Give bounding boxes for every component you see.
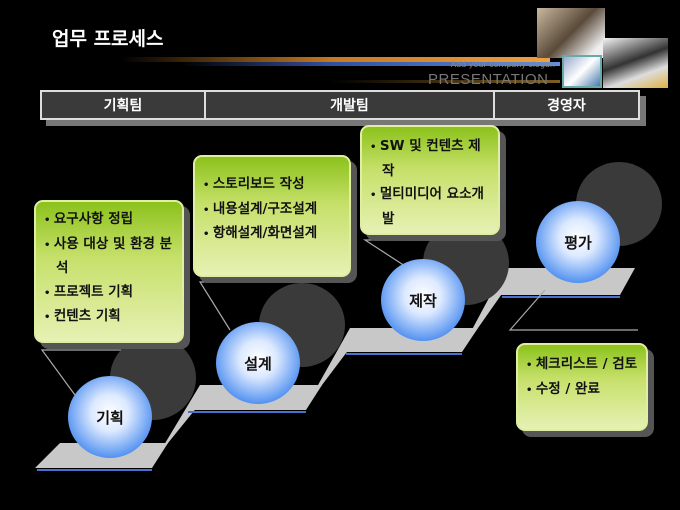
step-evaluation: 평가 <box>536 201 620 283</box>
people-photo <box>603 38 668 88</box>
evaluation-box: 체크리스트 / 검토 수정 / 완료 <box>516 343 648 431</box>
header-development: 개발팀 <box>206 92 495 118</box>
design-box: 스토리보드 작성 내용설계/구조설계 항해설계/화면설계 <box>193 155 351 277</box>
production-box: SW 및 컨텐츠 제작 멀티미디어 요소개발 <box>360 125 500 235</box>
list-item: 체크리스트 / 검토 <box>526 353 638 378</box>
planning-box: 요구사항 정립 사용 대상 및 환경 분석 프로젝트 기획 컨텐츠 기획 <box>34 200 184 343</box>
list-item: 컨텐츠 기획 <box>44 305 174 330</box>
team-header: 기획팀 개발팀 경영자 <box>40 90 640 120</box>
laptop-photo <box>537 8 605 58</box>
presentation-logo: PRESENTATION <box>428 71 549 88</box>
decor-streak <box>180 62 560 66</box>
header-management: 경영자 <box>547 98 586 114</box>
callout-line <box>198 281 328 331</box>
monitor-photo <box>562 55 602 88</box>
list-item: SW 및 컨텐츠 제작 <box>370 135 490 183</box>
list-item: 프로젝트 기획 <box>44 281 174 306</box>
list-item: 내용설계/구조설계 <box>203 198 341 223</box>
step-design: 설계 <box>216 322 300 404</box>
list-item: 멀티미디어 요소개발 <box>370 183 490 231</box>
step-production: 제작 <box>381 259 465 341</box>
decor-streak <box>120 57 550 62</box>
step-planning: 기획 <box>68 376 152 458</box>
header-planning: 기획팀 <box>42 92 206 118</box>
list-item: 수정 / 완료 <box>526 378 638 403</box>
list-item: 스토리보드 작성 <box>203 173 341 198</box>
list-item: 요구사항 정립 <box>44 208 174 233</box>
callout-line <box>508 289 638 331</box>
page-title: 업무 프로세스 <box>52 28 164 50</box>
list-item: 항해설계/화면설계 <box>203 222 341 247</box>
slogan: Add your company slogan <box>450 60 555 69</box>
list-item: 사용 대상 및 환경 분석 <box>44 233 174 281</box>
decor-streak <box>330 80 560 83</box>
